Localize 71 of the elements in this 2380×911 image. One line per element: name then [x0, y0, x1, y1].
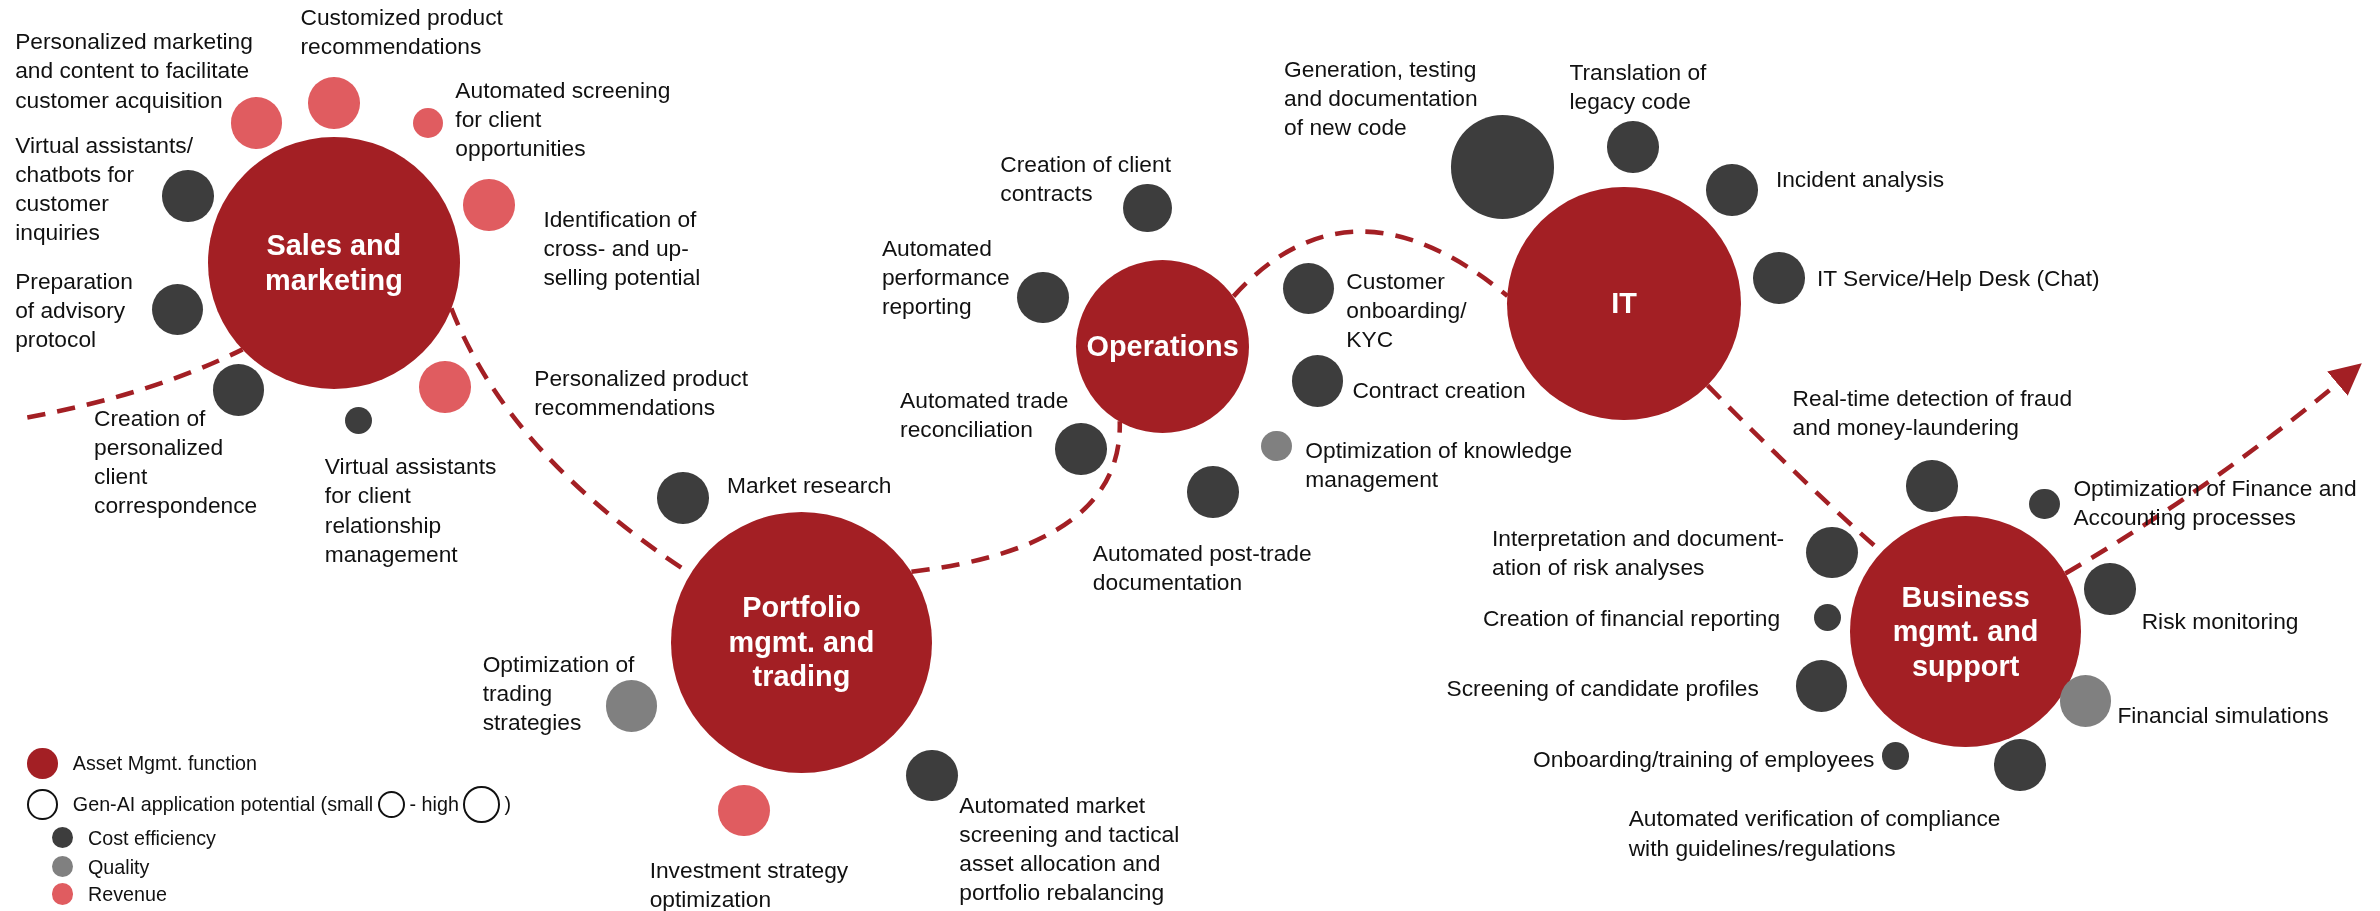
potential-bubble: [1906, 459, 1958, 512]
potential-bubble: [212, 364, 265, 416]
annotation-text: Automated verification of compliance with guidelines/regulations: [1628, 804, 2002, 863]
potential-bubble: [412, 107, 444, 139]
potential-bubble: [1994, 739, 2047, 791]
annotation-text: Automated performance reporting: [881, 233, 1010, 321]
potential-bubble: [1806, 526, 1858, 579]
potential-bubble: [1753, 251, 1805, 304]
annotation-text: IT Service/Help Desk (Chat): [1816, 264, 2100, 294]
annotation-text: Personalized product recommendations: [534, 364, 749, 423]
potential-bubble: [418, 361, 471, 413]
potential-bubble: [657, 472, 709, 524]
annotation-text: Interpretation and document-ation of risk analyses: [1492, 523, 1786, 582]
annotation-text: Optimization of Finance and Accounting processes: [2073, 473, 2358, 532]
annotation-text: Onboarding/training of employees: [1533, 745, 1875, 775]
potential-bubble: [162, 170, 214, 222]
dashed-arrow: [2064, 363, 2362, 576]
function-label: IT: [1610, 286, 1638, 321]
potential-bubble: [344, 406, 372, 435]
dashed-path: [911, 421, 1123, 575]
annotation-text: Automated post-trade documentation: [1092, 538, 1313, 597]
potential-bubble: [308, 77, 360, 129]
potential-bubble: [1261, 431, 1292, 462]
potential-bubble: [2084, 563, 2136, 615]
annotation-text: Investment strategy optimization: [649, 856, 850, 911]
legend-text: Cost efficiency: [88, 825, 216, 851]
dashed-path: [1231, 229, 1509, 298]
function-label: Business mgmt. and support: [1891, 579, 2040, 684]
legend-text: Revenue: [88, 881, 167, 907]
annotation-text: Automated screening for client opportunities: [455, 75, 671, 164]
potential-bubble: [2029, 488, 2060, 520]
potential-bubble: [1813, 604, 1842, 632]
annotation-text: Customized product recommendations: [300, 3, 504, 62]
function-label: Operations: [1085, 328, 1240, 364]
annotation-text: Translation of legacy code: [1569, 57, 1708, 116]
annotation-text: Incident analysis: [1775, 165, 1945, 195]
annotation-text: Virtual assistants for client relationship management: [324, 452, 498, 569]
dashed-path: [26, 347, 244, 420]
annotation-text: Preparation of advisory protocol: [15, 267, 134, 355]
annotation-text: Creation of financial reporting: [1482, 604, 1781, 634]
annotation-text: Creation of client contracts: [1000, 150, 1172, 209]
legend-text: - high: [409, 792, 459, 816]
annotation-text: Market research: [727, 470, 892, 500]
potential-bubble: [230, 97, 283, 149]
legend-text: ): [504, 792, 511, 816]
annotation-text: Virtual assistants/ chatbots for customer inquiries: [15, 130, 195, 247]
potential-bubble: [1607, 121, 1659, 173]
annotation-text: Real-time detection of fraud and money-laundering: [1792, 384, 2074, 443]
annotation-text: Identification of cross- and up-selling potential: [543, 204, 702, 293]
potential-bubble: [1123, 183, 1172, 233]
annotation-text: Optimization of trading strategies: [482, 649, 636, 737]
potential-bubble: [1882, 742, 1910, 770]
annotation-text: Customer onboarding/ KYC: [1346, 267, 1465, 355]
function-label: Portfolio mgmt. and trading: [727, 590, 876, 694]
annotation-text: Risk monitoring: [2141, 607, 2299, 637]
annotation-text: Personalized marketing and content to facilitate customer acquisition: [15, 27, 254, 115]
annotation-text: Generation, testing and documentation of new code: [1284, 54, 1479, 142]
potential-bubble: [1706, 163, 1758, 216]
annotation-text: Creation of personalized client correspondence: [94, 403, 259, 521]
annotation-text: Optimization of knowledge management: [1305, 435, 1574, 494]
potential-bubble: [1054, 423, 1107, 476]
potential-bubble: [462, 179, 515, 231]
annotation-text: Financial simulations: [2117, 701, 2329, 731]
legend-text: Asset Mgmt. function: [72, 751, 257, 777]
function-label: Sales and marketing: [264, 227, 404, 298]
annotation-text: Screening of candidate profiles: [1446, 673, 1759, 703]
legend-text: Quality: [88, 854, 150, 880]
annotation-text: Contract creation: [1352, 376, 1526, 406]
annotation-text: Automated market screening and tactical asset allocation and portfolio rebalancing: [959, 790, 1181, 908]
legend-text: Gen-AI application potential (small: [72, 792, 374, 816]
annotation-text: Automated trade reconciliation: [900, 385, 1070, 444]
